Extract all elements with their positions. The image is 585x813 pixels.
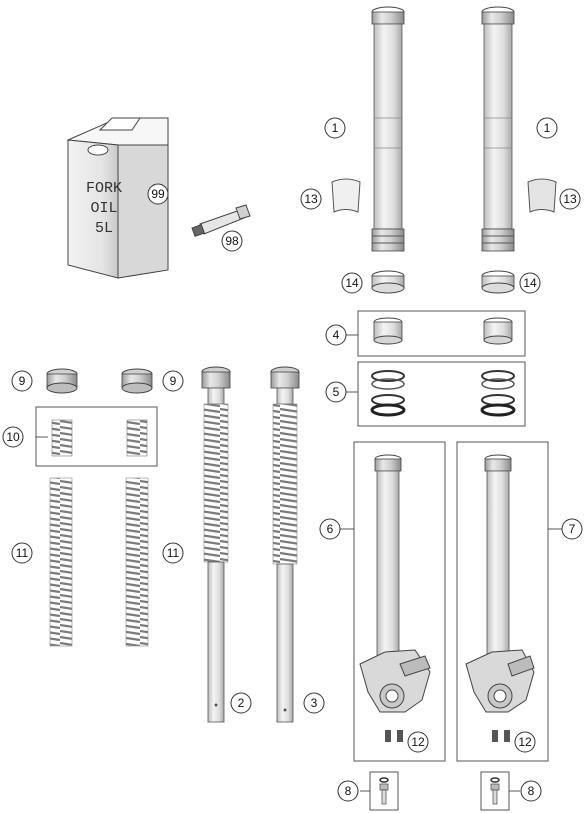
callout-13-right-label: 13 (563, 192, 577, 206)
callout-10: 10 (2, 426, 24, 448)
group-box-7 (456, 441, 549, 762)
grease-tube (191, 204, 251, 237)
callout-6-label: 6 (327, 522, 334, 536)
group-box-5 (357, 361, 526, 427)
callout-11-right: 11 (162, 542, 184, 564)
callout-4: 4 (325, 324, 347, 346)
short-spring-right (126, 419, 148, 457)
bushing-left (373, 317, 403, 345)
callout-14-left-label: 14 (345, 276, 359, 290)
screw-left (379, 777, 389, 805)
callout-4-label: 4 (333, 328, 340, 342)
callout-6: 6 (319, 518, 341, 540)
callout-9-right: 9 (162, 370, 184, 392)
callout-12-right: 12 (514, 731, 536, 753)
sleeve-left (331, 178, 361, 213)
callout-2-label: 2 (238, 696, 245, 710)
cartridge-right (270, 366, 300, 723)
callout-2: 2 (230, 692, 252, 714)
group-box-4 (357, 310, 526, 357)
can-label-line-3: 5L (95, 220, 113, 237)
outer-tube-left (371, 6, 405, 252)
callout-9-right-label: 9 (170, 374, 177, 388)
cap-right (121, 368, 153, 394)
outer-tube-right (481, 6, 515, 252)
callout-9-left-label: 9 (19, 374, 26, 388)
callout-98: 98 (221, 230, 243, 252)
callout-9-left: 9 (11, 370, 33, 392)
callout-8-left-label: 8 (345, 784, 352, 798)
callout-1-left-label: 1 (332, 121, 339, 135)
seal-set-left (370, 370, 406, 417)
callout-7-label: 7 (569, 522, 576, 536)
callout-99-label: 99 (151, 187, 165, 201)
callout-5: 5 (325, 381, 347, 403)
sleeve-right (527, 178, 557, 213)
cap-left (46, 368, 78, 394)
callout-13-right: 13 (559, 188, 581, 210)
callout-8-left: 8 (337, 780, 359, 802)
callout-8-right-label: 8 (528, 784, 535, 798)
callout-1-left: 1 (324, 117, 346, 139)
callout-14-right: 14 (519, 272, 541, 294)
lower-leg-right (465, 454, 535, 742)
clamp-ring-right (481, 270, 515, 294)
callout-14-left: 14 (341, 272, 363, 294)
fork-oil-can: FORK OIL 5L (66, 117, 169, 279)
callout-1-right-label: 1 (544, 121, 551, 135)
callout-13-left-label: 13 (304, 192, 318, 206)
can-label-line-1: FORK (86, 180, 122, 197)
callout-99: 99 (147, 183, 169, 205)
lower-leg-left (359, 454, 431, 742)
callout-11-left: 11 (11, 542, 33, 564)
callout-3-label: 3 (311, 696, 318, 710)
callout-10-label: 10 (6, 430, 20, 444)
can-label-line-2: OIL (90, 200, 117, 217)
callout-3: 3 (303, 692, 325, 714)
bushing-right (483, 317, 513, 345)
seal-set-right (480, 370, 516, 417)
callout-14-right-label: 14 (523, 276, 537, 290)
callout-7: 7 (561, 518, 583, 540)
callout-5-label: 5 (333, 385, 340, 399)
callout-11-left-label: 11 (16, 546, 29, 560)
clamp-ring-left (371, 270, 405, 294)
callout-98-label: 98 (225, 234, 239, 248)
long-spring-right (125, 477, 149, 647)
callout-8-right: 8 (520, 780, 542, 802)
group-box-6 (353, 441, 446, 762)
callout-11-right-label: 11 (167, 546, 180, 560)
leader-lines (36, 334, 562, 792)
screw-right (490, 777, 500, 805)
callout-12-left-label: 12 (411, 735, 425, 749)
short-spring-left (51, 419, 73, 457)
callout-12-right-label: 12 (518, 735, 532, 749)
callout-12-left: 12 (407, 731, 429, 753)
callout-1-right: 1 (536, 117, 558, 139)
callout-13-left: 13 (300, 188, 322, 210)
cartridge-left (201, 366, 231, 723)
group-box-10 (35, 406, 158, 467)
long-spring-left (49, 477, 73, 647)
